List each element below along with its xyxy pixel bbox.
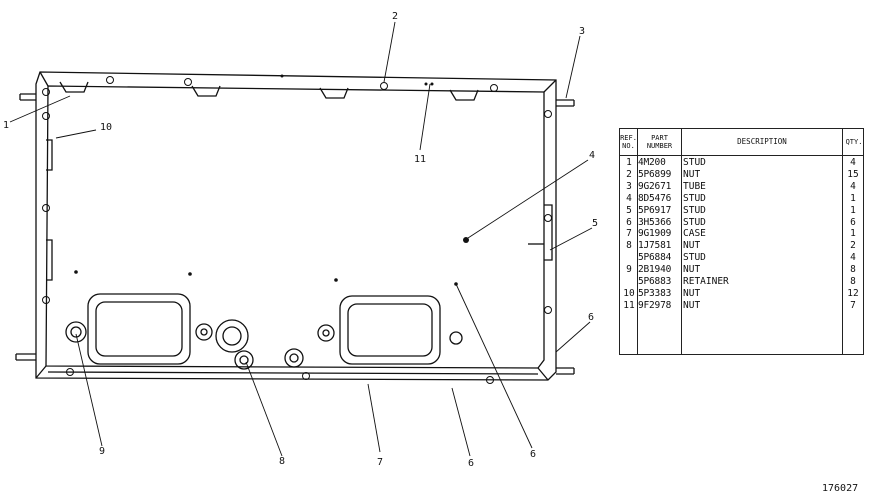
table-row: 8 1J7581 NUT 2 [620, 240, 863, 252]
part-number-cell: 5P6917 [638, 204, 672, 216]
table-row: 9 2B1940 NUT 8 [620, 264, 863, 276]
qty-cell: 6 [850, 216, 856, 228]
right-window-outer [339, 295, 441, 365]
table-row: 5P6883 RETAINER 8 [620, 276, 863, 288]
part-number-cell: 3H5366 [638, 216, 672, 228]
part-number-cell: 1J7581 [638, 240, 672, 252]
qty-cell: 4 [850, 180, 856, 192]
callout-7: 7 [377, 457, 383, 468]
description-cell: NUT [683, 168, 701, 180]
description-cell: NUT [683, 264, 701, 276]
left-window-inner [95, 301, 183, 357]
ref-cell: 11 [623, 299, 635, 311]
description-cell: NUT [683, 240, 701, 252]
figure-number: 176027 [822, 483, 859, 494]
description-cell: NUT [683, 299, 701, 311]
ref-cell: 7 [626, 228, 632, 240]
description-cell: NUT [683, 287, 701, 299]
callout-6c: 6 [530, 449, 536, 460]
callout-5: 5 [592, 218, 598, 229]
table-row: 5P6884 STUD 4 [620, 252, 863, 264]
ref-cell: 1 [626, 157, 632, 168]
ref-cell: 3 [626, 180, 632, 192]
callout-4: 4 [589, 150, 595, 161]
ref-cell: 8 [626, 240, 632, 252]
callout-8: 8 [279, 456, 285, 467]
description-cell: STUD [683, 252, 706, 264]
qty-cell: 12 [847, 287, 859, 299]
description-cell: TUBE [683, 180, 706, 192]
description-cell: STUD [683, 192, 706, 204]
table-row: 3 9G2671 TUBE 4 [620, 181, 863, 193]
part-number-cell: 9G1909 [638, 228, 672, 240]
case-inner-outline [45, 85, 545, 369]
tube-bottom-left [15, 353, 36, 361]
header-part: PART NUMBER [646, 134, 673, 150]
table-row: 1 4M200 STUD 4 [620, 157, 863, 169]
qty-cell: 1 [850, 228, 856, 240]
tube-top-left [19, 93, 36, 101]
parts-table-header: REF. NO. PART NUMBER DESCRIPTION QTY. [620, 129, 863, 156]
part-number-cell: 8D5476 [638, 192, 672, 204]
qty-cell: 1 [850, 192, 856, 204]
callout-9: 9 [99, 446, 105, 457]
header-ref: REF. NO. [620, 134, 637, 150]
tube-top-right [556, 99, 575, 107]
header-description: DESCRIPTION [737, 137, 787, 146]
ref-cell: 9 [626, 264, 632, 276]
ref-cell: 6 [626, 216, 632, 228]
part-number-cell: 5P6883 [638, 276, 672, 287]
part-number-cell: 5P6899 [638, 168, 672, 180]
qty-cell: 1 [850, 204, 856, 216]
part-number-cell: 5P3383 [638, 287, 672, 299]
table-row: 7 9G1909 CASE 1 [620, 228, 863, 240]
part-number-cell: 2B1940 [638, 264, 672, 276]
table-row: 5 5P6917 STUD 1 [620, 205, 863, 217]
part-number-cell: 4M200 [638, 157, 666, 168]
description-cell: CASE [683, 228, 706, 240]
table-row: 4 8D5476 STUD 1 [620, 193, 863, 205]
qty-cell: 8 [850, 264, 856, 276]
qty-cell: 15 [847, 168, 859, 180]
description-cell: STUD [683, 216, 706, 228]
qty-cell: 7 [850, 299, 856, 311]
part-number-cell: 9F2978 [638, 299, 672, 311]
part-number-cell: 9G2671 [638, 180, 672, 192]
part-number-cell: 5P6884 [638, 252, 672, 264]
callout-6a: 6 [588, 312, 594, 323]
callout-1: 1 [3, 120, 9, 131]
tube-bottom-right [556, 367, 575, 375]
callout-11: 11 [414, 154, 426, 165]
table-row: 2 5P6899 NUT 15 [620, 169, 863, 181]
qty-cell: 4 [850, 157, 856, 168]
callout-2: 2 [392, 11, 398, 22]
description-cell: STUD [683, 204, 706, 216]
ref-cell: 5 [626, 204, 632, 216]
qty-cell: 4 [850, 252, 856, 264]
left-window-outer [87, 293, 191, 365]
header-qty: QTY. [845, 138, 863, 146]
right-window-inner [347, 303, 433, 357]
qty-cell: 2 [850, 240, 856, 252]
callout-6b: 6 [468, 458, 474, 469]
description-cell: RETAINER [683, 276, 729, 287]
table-row: 6 3H5366 STUD 6 [620, 217, 863, 229]
qty-cell: 8 [850, 276, 856, 287]
description-cell: STUD [683, 157, 706, 168]
case-outer-outline [35, 71, 557, 381]
ref-cell: 4 [626, 192, 632, 204]
callout-3: 3 [579, 26, 585, 37]
ref-cell: 2 [626, 168, 632, 180]
ref-cell: 10 [623, 287, 635, 299]
callout-10: 10 [100, 122, 112, 133]
